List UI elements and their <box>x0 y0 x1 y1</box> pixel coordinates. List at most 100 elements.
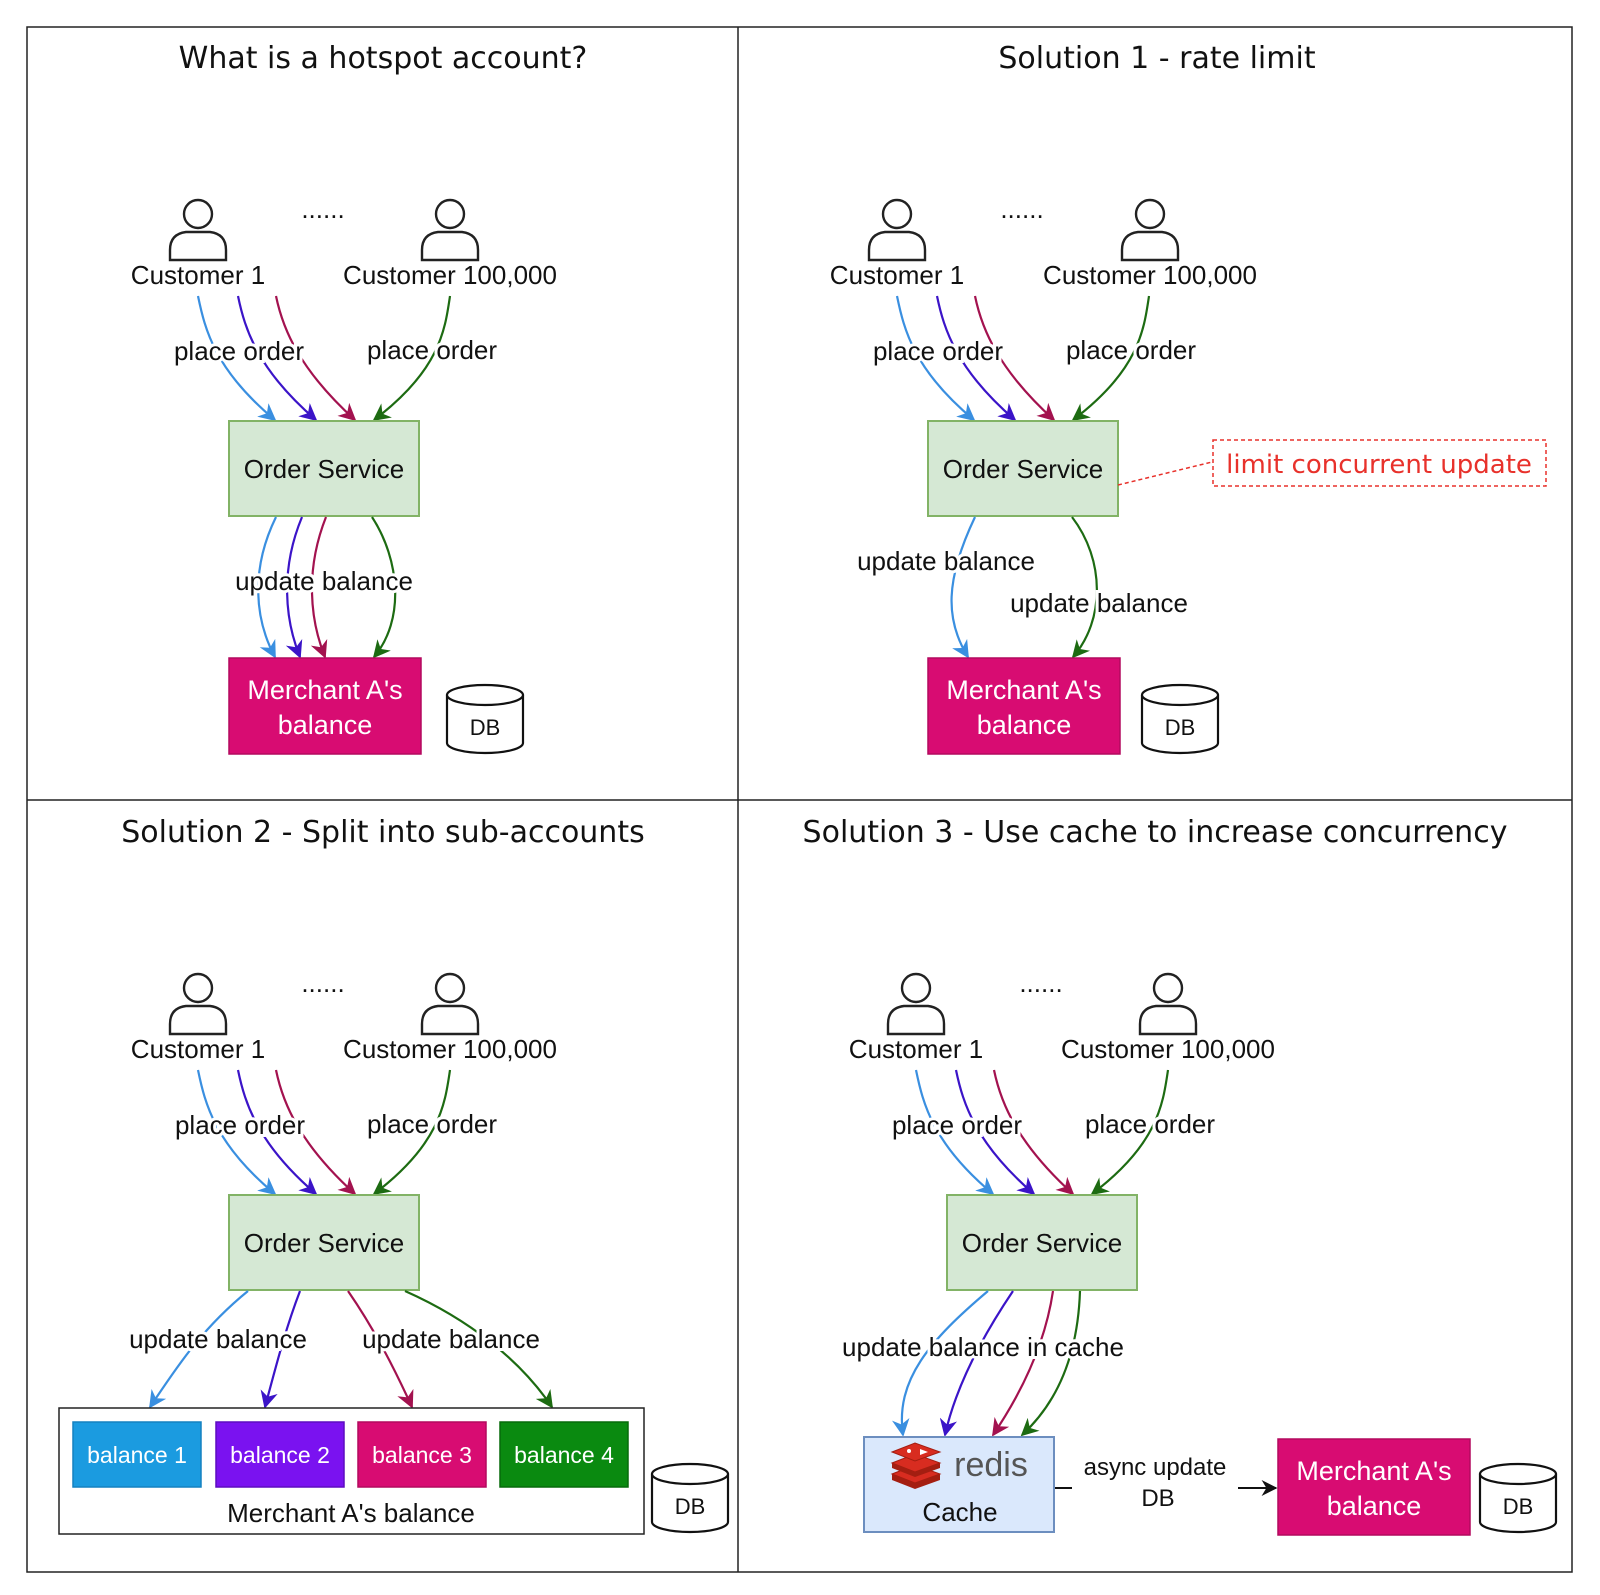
update-balance-label: update balance <box>857 546 1035 576</box>
sub-account-label: balance 1 <box>87 1442 187 1468</box>
panel-sub-accounts: Solution 2 - Split into sub-accounts ...… <box>58 815 730 1535</box>
update-cache-arrow <box>892 1290 989 1437</box>
user-icon <box>1120 198 1180 262</box>
place-order-arrow <box>372 1069 452 1196</box>
customer-first-label: Customer 1 <box>131 260 265 290</box>
merchant-balance-container-label: Merchant A's balance <box>227 1498 475 1528</box>
merchant-balance-box <box>1277 1438 1471 1536</box>
sub-account-balance-3 <box>357 1421 487 1488</box>
ellipsis: ...... <box>1000 194 1043 224</box>
update-balance-arrow <box>1071 516 1098 659</box>
place-order-label: place order <box>1066 335 1196 365</box>
merchant-balance-label: Merchant A's <box>247 675 402 705</box>
place-order-label: place order <box>174 336 304 366</box>
async-update-label: async update <box>1084 1454 1227 1481</box>
customer-last-label: Customer 100,000 <box>1061 1034 1275 1064</box>
sub-account-label: balance 4 <box>514 1442 614 1468</box>
place-order-arrow <box>1071 295 1151 422</box>
place-order-label: place order <box>1085 1109 1215 1139</box>
update-balance-arrow <box>149 1290 249 1409</box>
ellipsis: ...... <box>1019 968 1062 998</box>
cache-label: Cache <box>922 1497 997 1527</box>
customer-first-label: Customer 1 <box>830 260 964 290</box>
update-balance-arrow <box>260 1290 302 1409</box>
order-service-box <box>927 420 1119 517</box>
place-order-arrow <box>914 1069 995 1196</box>
update-cache-arrow <box>1020 1290 1082 1437</box>
panel-title: Solution 2 - Split into sub-accounts <box>121 815 644 850</box>
db-label: DB <box>1503 1494 1534 1519</box>
update-balance-arrow <box>257 516 277 659</box>
async-update-label: DB <box>1141 1485 1174 1512</box>
order-service-box <box>228 1194 420 1291</box>
panel-title: What is a hotspot account? <box>179 41 588 76</box>
update-balance-arrow <box>404 1289 553 1409</box>
merchant-balance-box <box>927 657 1121 755</box>
update-balance-label: update balance <box>362 1324 540 1354</box>
update-balance-arrow <box>950 516 976 659</box>
user-icon <box>1138 972 1198 1036</box>
update-balance-arrow <box>285 516 304 659</box>
customer-last-label: Customer 100,000 <box>1043 260 1257 290</box>
rate-limit-note <box>1212 439 1547 487</box>
order-service-box <box>946 1194 1138 1291</box>
update-cache-arrow <box>992 1290 1055 1437</box>
place-order-arrow <box>196 1069 277 1196</box>
merchant-balance-label: balance <box>1327 1491 1422 1521</box>
update-balance-label: update balance <box>235 566 413 596</box>
merchant-balance-label: Merchant A's <box>946 675 1101 705</box>
redis-logo-icon <box>890 1442 942 1489</box>
place-order-label: place order <box>367 1109 497 1139</box>
db-label: DB <box>1165 715 1196 740</box>
order-service-label: Order Service <box>244 454 404 484</box>
customer-first-label: Customer 1 <box>131 1034 265 1064</box>
update-cache-label: update balance in cache <box>842 1332 1124 1362</box>
merchant-balance-label: balance <box>278 710 373 740</box>
sub-account-label: balance 2 <box>230 1442 330 1468</box>
place-order-arrow <box>372 295 452 422</box>
user-icon <box>420 972 480 1036</box>
place-order-label: place order <box>873 336 1003 366</box>
redis-label: redis <box>954 1446 1028 1484</box>
rate-limit-note-label: limit concurrent update <box>1226 450 1532 480</box>
sub-account-balance-1 <box>72 1421 202 1488</box>
update-balance-arrow <box>371 516 397 659</box>
user-icon <box>168 198 228 262</box>
update-balance-arrow <box>347 1290 414 1409</box>
user-icon <box>168 972 228 1036</box>
user-icon <box>867 198 927 262</box>
merchant-balance-box <box>228 657 422 755</box>
place-order-arrow <box>236 295 318 422</box>
update-balance-label: update balance <box>1010 588 1188 618</box>
place-order-label: place order <box>892 1110 1022 1140</box>
panel-rate-limit: Solution 1 - rate limit ...... Customer … <box>830 41 1547 755</box>
note-connector <box>1117 461 1213 486</box>
update-balance-label: update balance <box>129 1324 307 1354</box>
place-order-arrow <box>954 1069 1036 1196</box>
merchant-balance-label: Merchant A's <box>1296 1456 1451 1486</box>
db-label: DB <box>675 1494 706 1519</box>
ellipsis: ...... <box>301 194 344 224</box>
customer-first-label: Customer 1 <box>849 1034 983 1064</box>
place-order-label: place order <box>367 335 497 365</box>
place-order-arrow <box>274 1069 357 1196</box>
customer-last-label: Customer 100,000 <box>343 1034 557 1064</box>
panel-title: Solution 3 - Use cache to increase concu… <box>803 815 1508 850</box>
order-service-label: Order Service <box>943 454 1103 484</box>
place-order-label: place order <box>175 1110 305 1140</box>
sub-account-label: balance 3 <box>372 1442 472 1468</box>
panel-hotspot-account: What is a hotspot account? ...... Custom… <box>131 41 588 755</box>
place-order-arrow <box>196 295 277 422</box>
panel-title: Solution 1 - rate limit <box>998 41 1315 76</box>
ellipsis: ...... <box>301 968 344 998</box>
update-balance-arrow <box>310 516 328 659</box>
panel-cache-concurrency: Solution 3 - Use cache to increase concu… <box>803 815 1558 1536</box>
place-order-arrow <box>992 1069 1075 1196</box>
update-cache-arrow <box>939 1290 1014 1437</box>
place-order-arrow <box>274 295 357 422</box>
order-service-label: Order Service <box>244 1228 404 1258</box>
place-order-arrow <box>1090 1069 1170 1196</box>
place-order-arrow <box>973 295 1056 422</box>
db-label: DB <box>470 715 501 740</box>
